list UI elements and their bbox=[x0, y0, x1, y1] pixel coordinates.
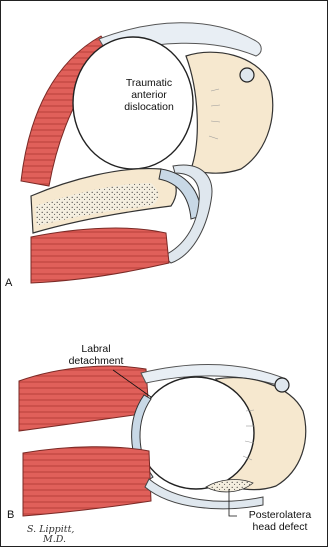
labral-detachment-label: Labral detachment bbox=[61, 343, 131, 367]
panel-a-letter: A bbox=[5, 277, 12, 289]
label-line: dislocation bbox=[109, 101, 189, 113]
scapula-a bbox=[186, 52, 273, 173]
coracoid-a bbox=[240, 68, 254, 82]
label-line: anterior bbox=[109, 89, 189, 101]
panel-b-letter: B bbox=[7, 509, 14, 521]
artist-signature: S. Lippitt, M.D. bbox=[27, 525, 74, 545]
lower-muscle-a bbox=[31, 228, 169, 283]
label-line: detachment bbox=[61, 355, 131, 367]
panel-b-drawing bbox=[19, 365, 306, 516]
humeral-head-b bbox=[138, 377, 254, 489]
label-line: Posterolatera bbox=[237, 509, 323, 521]
panel-a-drawing bbox=[21, 23, 273, 283]
signature-line: M.D. bbox=[27, 535, 74, 545]
coracoid-b bbox=[275, 378, 289, 392]
lower-muscle-b bbox=[23, 447, 151, 516]
upper-muscle-b bbox=[19, 366, 149, 431]
label-line: head defect bbox=[237, 521, 323, 533]
traumatic-anterior-dislocation-label: Traumatic anterior dislocation bbox=[109, 77, 189, 113]
label-line: Labral bbox=[61, 343, 131, 355]
label-line: Traumatic bbox=[109, 77, 189, 89]
posterolateral-head-defect-label: Posterolatera head defect bbox=[237, 509, 323, 533]
